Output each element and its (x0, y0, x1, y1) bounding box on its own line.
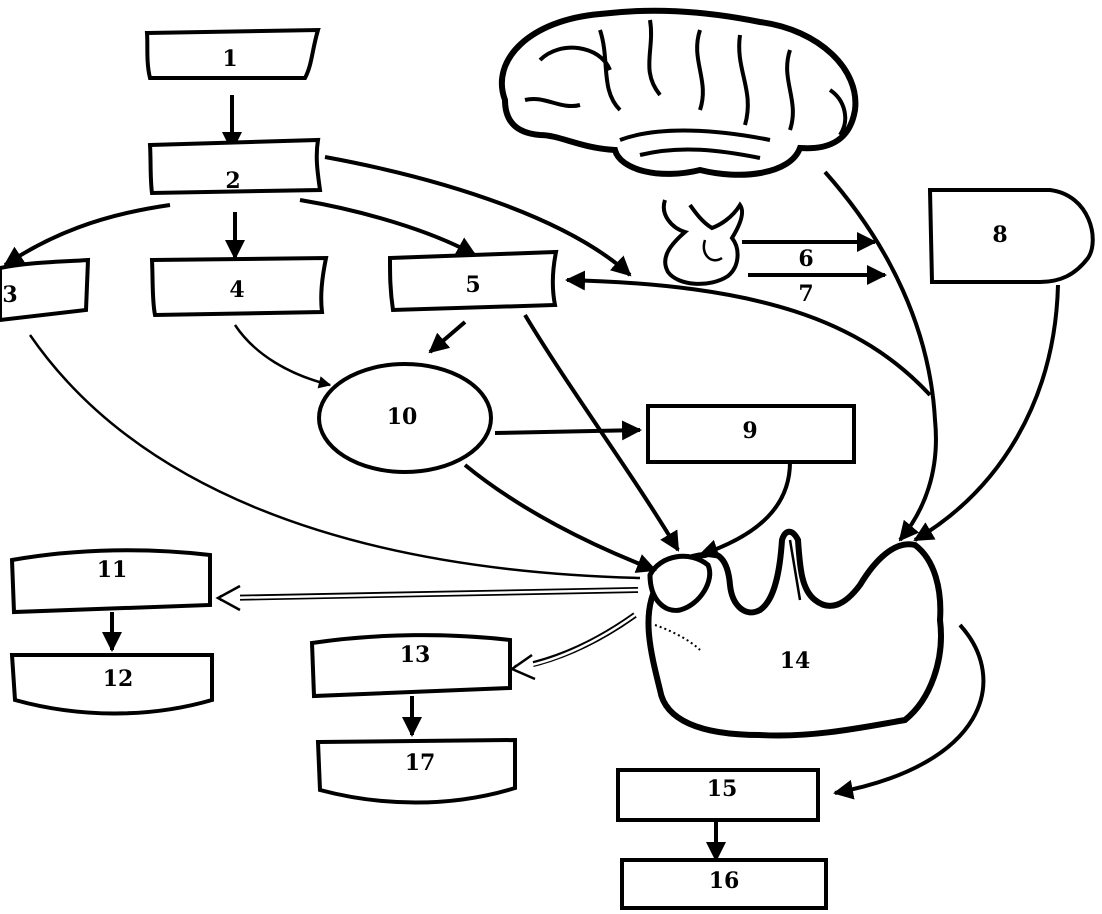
node-1: 1 (144, 27, 321, 80)
node-9-label: 9 (742, 418, 757, 444)
node-16: 16 (620, 858, 828, 910)
node-13-label: 13 (400, 642, 431, 668)
gland-drawing (645, 528, 944, 739)
pituitary-drawing (661, 199, 744, 286)
label-6: 6 (798, 246, 813, 272)
node-12: 12 (9, 653, 214, 716)
node-8-label: 8 (992, 222, 1007, 248)
node-15: 15 (616, 768, 820, 822)
node-3-label: 3 (2, 282, 17, 308)
node-10: 10 (317, 362, 493, 474)
node-10-label: 10 (387, 404, 418, 430)
node-4: 4 (149, 255, 329, 318)
node-8: 8 (927, 188, 1095, 284)
label-14: 14 (780, 648, 811, 674)
node-15-label: 15 (707, 776, 738, 802)
label-7: 7 (798, 281, 813, 307)
node-17: 17 (315, 737, 517, 805)
node-4-label: 4 (229, 277, 244, 303)
node-17-label: 17 (405, 750, 436, 776)
node-5-label: 5 (465, 272, 480, 298)
node-1-label: 1 (222, 46, 237, 72)
node-5: 5 (387, 249, 559, 313)
node-9: 9 (646, 404, 856, 464)
node-2: 2 (147, 137, 323, 196)
node-11-label: 11 (97, 557, 128, 583)
node-2-label: 2 (225, 168, 240, 194)
connectors (3, 95, 1060, 862)
node-3: 3 (0, 257, 91, 323)
node-12-label: 12 (103, 666, 134, 692)
node-13: 13 (309, 633, 512, 699)
node-16-label: 16 (709, 868, 740, 894)
node-11: 11 (9, 548, 212, 615)
brain-drawing (498, 7, 859, 178)
